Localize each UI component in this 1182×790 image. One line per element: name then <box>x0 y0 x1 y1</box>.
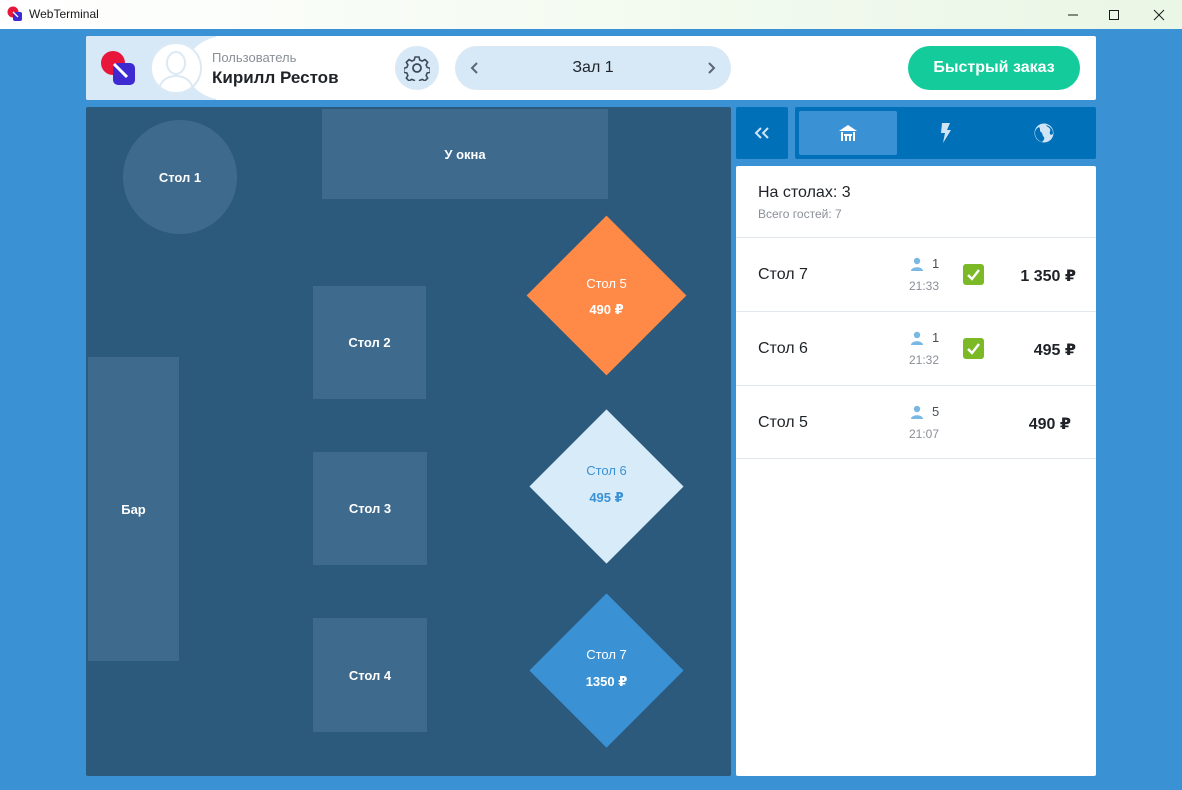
chevron-left-icon <box>470 62 478 74</box>
order-row[interactable]: Стол 6 1 21:32 495 ₽ <box>736 311 1096 385</box>
table-6-sum: 495 ₽ <box>589 490 624 505</box>
order-checked-checkbox[interactable] <box>963 264 984 285</box>
person-icon <box>911 331 923 345</box>
order-table-name: Стол 7 <box>758 266 808 283</box>
hall-switcher: Зал 1 <box>455 46 731 90</box>
table-5-sum: 490 ₽ <box>589 302 624 317</box>
order-time: 21:32 <box>909 353 940 367</box>
user-silhouette-icon <box>157 51 195 92</box>
check-icon <box>967 343 980 355</box>
table-7-name: Стол 7 <box>586 647 627 662</box>
order-checked-checkbox[interactable] <box>963 338 984 359</box>
quick-order-button[interactable]: Быстрый заказ <box>908 46 1080 90</box>
minimize-button[interactable] <box>1050 0 1096 29</box>
person-icon <box>911 405 923 419</box>
bar-counter[interactable]: Бар <box>88 357 179 661</box>
user-role: Пользователь <box>212 50 297 65</box>
order-row[interactable]: Стол 7 1 21:33 1 350 ₽ <box>736 237 1096 311</box>
guest-count: 5 <box>910 404 950 420</box>
maximize-button[interactable] <box>1091 0 1137 29</box>
summary-guests: Всего гостей: 7 <box>758 207 842 221</box>
table-6-shape <box>529 409 684 564</box>
guest-count: 1 <box>910 256 950 272</box>
order-sum: 495 ₽ <box>1033 342 1076 359</box>
lightning-icon <box>941 123 951 143</box>
globe-icon <box>1034 123 1054 143</box>
table-1[interactable]: Стол 1 <box>123 120 237 234</box>
check-icon <box>967 269 980 281</box>
minimize-icon <box>1068 14 1078 15</box>
guest-count: 1 <box>910 330 950 346</box>
tab-online[interactable] <box>995 111 1093 155</box>
logo-icon <box>101 51 135 85</box>
table-3[interactable]: Стол 3 <box>313 452 427 565</box>
table-2[interactable]: Стол 2 <box>313 286 426 399</box>
tab-quick[interactable] <box>897 111 995 155</box>
summary-title: На столах: 3 <box>758 184 851 201</box>
order-table-name: Стол 6 <box>758 340 808 357</box>
chevron-right-icon <box>708 62 716 74</box>
order-sum: 490 ₽ <box>1028 416 1071 433</box>
maximize-icon <box>1109 9 1119 20</box>
table-5-shape <box>526 215 687 376</box>
table-6-busy[interactable]: Стол 6 495 ₽ <box>529 409 684 564</box>
prev-hall-button[interactable] <box>455 46 495 90</box>
close-button[interactable] <box>1136 0 1182 29</box>
settings-button[interactable] <box>395 46 439 90</box>
order-table-name: Стол 5 <box>758 414 808 431</box>
table-5-name: Стол 5 <box>586 276 627 291</box>
orders-panel: На столах: 3 Всего гостей: 7 Стол 7 1 21… <box>736 166 1096 776</box>
gear-icon <box>404 56 430 81</box>
app-icon <box>7 6 22 21</box>
order-sum: 1 350 ₽ <box>1020 268 1076 285</box>
table-7-busy[interactable]: Стол 7 1350 ₽ <box>529 593 684 748</box>
table-7-sum: 1350 ₽ <box>585 674 628 689</box>
title-bar: WebTerminal <box>0 0 1182 29</box>
window-title: WebTerminal <box>29 7 99 21</box>
person-icon <box>911 257 923 271</box>
next-hall-button[interactable] <box>691 46 731 90</box>
order-row[interactable]: Стол 5 5 21:07 490 ₽ <box>736 385 1096 459</box>
hall-name: Зал 1 <box>572 59 614 76</box>
avatar[interactable] <box>150 42 202 94</box>
collapse-panel-button[interactable] <box>736 107 788 159</box>
table-7-shape <box>529 593 684 748</box>
table-6-name: Стол 6 <box>586 463 627 478</box>
panel-tabs <box>795 107 1096 159</box>
order-time: 21:33 <box>909 279 940 293</box>
user-name: Кирилл Рестов <box>212 68 339 87</box>
order-time: 21:07 <box>909 427 940 441</box>
table-4[interactable]: Стол 4 <box>313 618 427 732</box>
table-5-busy[interactable]: Стол 5 490 ₽ <box>526 215 687 376</box>
double-chevron-left-icon <box>754 127 769 139</box>
hall-map: Стол 1 У окна Стол 2 Стол 3 Стол 4 Бар С… <box>86 107 731 776</box>
tables-icon <box>839 125 857 141</box>
tab-tables[interactable] <box>799 111 897 155</box>
table-window[interactable]: У окна <box>322 109 608 199</box>
close-icon <box>1153 9 1165 20</box>
